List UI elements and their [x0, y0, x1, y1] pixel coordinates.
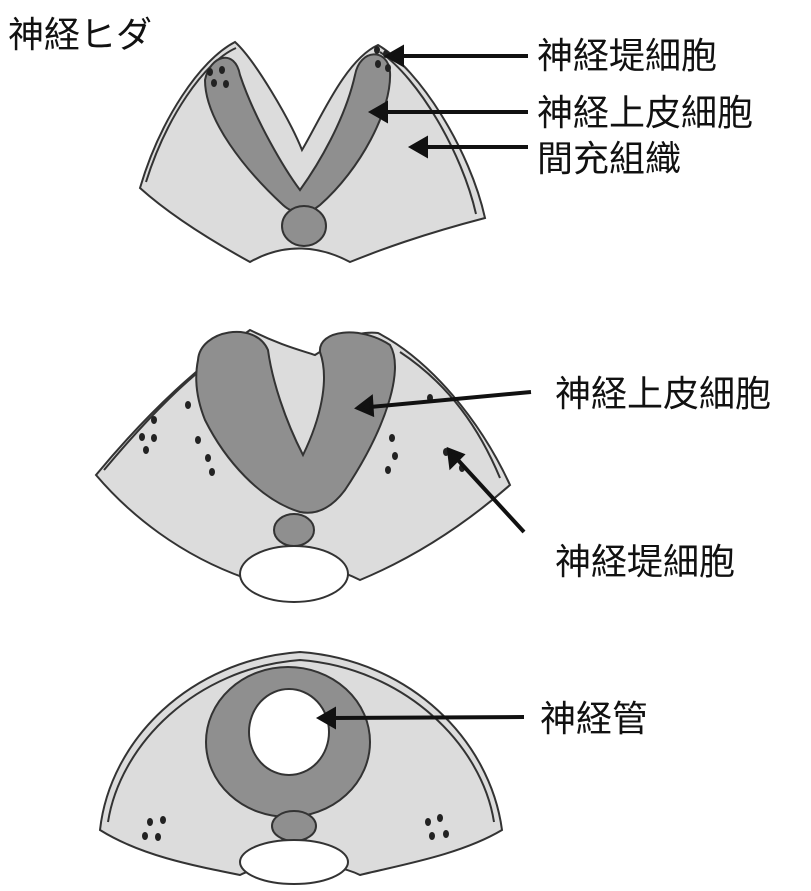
label-stage3-neural-tube: 神経管 [540, 699, 648, 740]
label-stage1-mesenchyme: 間充組織 [537, 139, 681, 180]
notochord [274, 514, 314, 546]
stage-2-closing-fold: 神経上皮細胞 神経堤細胞 [96, 330, 771, 602]
gut-cavity [240, 840, 348, 884]
arrow-neural-tube [332, 717, 524, 718]
notochord [282, 206, 326, 246]
neural-tube-lumen [249, 689, 329, 775]
label-stage1-neuroepithelium: 神経上皮細胞 [537, 93, 753, 134]
notochord [272, 811, 316, 841]
label-stage2-neuroepithelium: 神経上皮細胞 [555, 374, 771, 415]
label-stage2-neural-crest: 神経堤細胞 [555, 542, 735, 583]
label-stage1-neural-crest: 神経堤細胞 [537, 36, 717, 77]
stage-1-neural-fold: 神経ヒダ 神経堤細胞 神経上皮細胞 間充組織 [8, 15, 753, 262]
stage-3-neural-tube: 神経管 [100, 652, 648, 884]
gut-cavity [240, 546, 348, 602]
label-neural-fold: 神経ヒダ [8, 15, 152, 56]
